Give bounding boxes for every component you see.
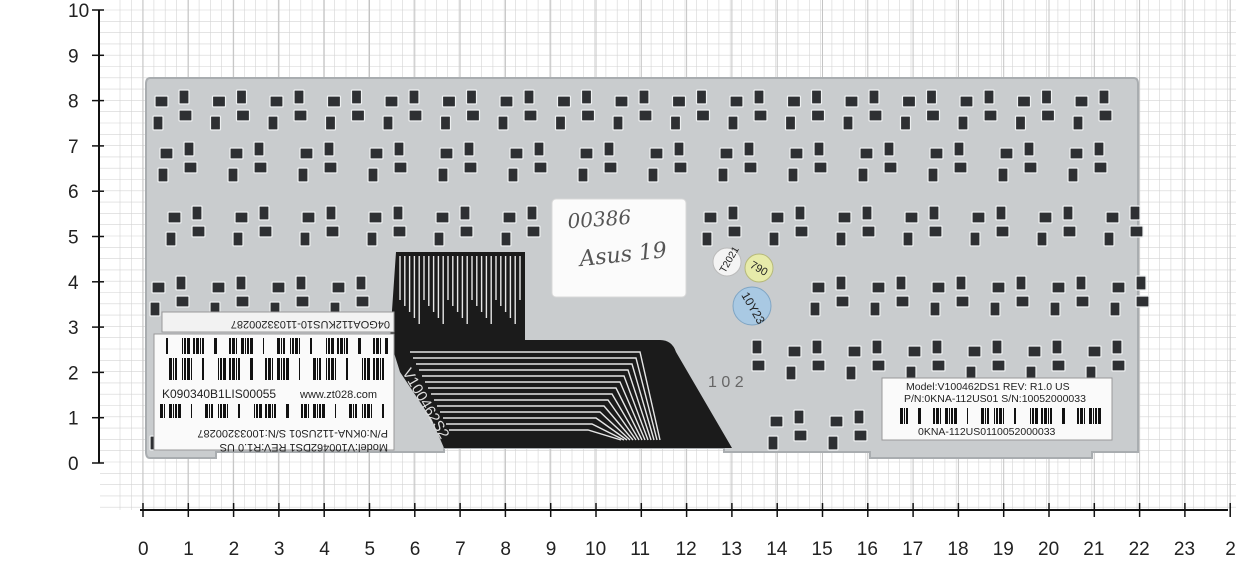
x-tick-label: 9	[546, 539, 557, 560]
x-tick-label: 20	[1038, 539, 1059, 560]
x-tick-label: 17	[902, 539, 923, 560]
y-tick-label: 10	[68, 1, 89, 22]
right-sticker-model: Model:V100462DS1 REV: R1.0 US	[906, 381, 1070, 393]
x-tick-label: 22	[1129, 539, 1150, 560]
x-tick-label: 16	[857, 539, 878, 560]
x-tick-label: 7	[455, 539, 466, 560]
left-sticker-top-code: 04GOA112KUS10-11033200287	[231, 318, 390, 330]
y-tick-label: 6	[68, 182, 79, 203]
y-tick-label: 1	[68, 409, 79, 430]
left-sticker-barcodes	[160, 338, 388, 418]
x-tick-label: 10	[585, 539, 606, 560]
y-tick-label: 3	[68, 318, 79, 339]
x-tick-label: 18	[947, 539, 968, 560]
left-sticker-site: www.zt028.com	[299, 389, 377, 401]
left-sticker-pn: P/N:0KNA-112US01 S/N:10033200287	[197, 427, 388, 439]
x-tick-label: 12	[676, 539, 697, 560]
x-tick-label: 2	[229, 539, 240, 560]
x-tick-label: 15	[812, 539, 833, 560]
x-tick-label: 5	[365, 539, 376, 560]
right-label-sticker: Model:V100462DS1 REV: R1.0 US P/N:0KNA-1…	[881, 377, 1113, 441]
x-tick-label: 21	[1083, 539, 1104, 560]
handwritten-note: 00386 Asus 19	[551, 198, 687, 298]
left-label-sticker: 04GOA112KUS10-11033200287 K090340B1LIS00…	[153, 311, 395, 453]
x-tick-label: 19	[993, 539, 1014, 560]
right-sticker-bottom-code: 0KNA-112US0110052000033	[918, 426, 1056, 438]
right-sticker-pn: P/N:0KNA-112US01 S/N:10052000033	[904, 393, 1086, 405]
plate-small-digits: 1 0 2	[708, 374, 744, 391]
left-sticker-model: Model:V100462DS1 REV:R1.0 US	[220, 441, 388, 453]
round-stickers: T2021 790 10Y23	[712, 245, 774, 327]
y-tick-label: 8	[68, 92, 79, 113]
x-tick-label: 14	[766, 539, 788, 560]
right-sticker-barcode	[900, 408, 1101, 424]
note-line-1: 00386	[567, 205, 632, 233]
x-tick-label: 11	[630, 539, 650, 560]
y-tick-label: 0	[68, 454, 79, 475]
y-tick-label: 5	[68, 228, 79, 249]
y-tick-label: 4	[68, 273, 79, 294]
y-tick-label: 9	[68, 46, 79, 67]
x-tick-label: 1	[183, 539, 194, 560]
x-tick-label: 3	[274, 539, 285, 560]
y-axis-ticks: 0 1 2 3 4 5 6 7 8 9 10	[68, 1, 104, 475]
left-sticker-barcode-code: K090340B1LIS00055	[162, 387, 276, 401]
y-tick-label: 2	[68, 363, 79, 384]
key-clip-holes	[149, 89, 1150, 451]
x-tick-label: 23	[1174, 539, 1195, 560]
x-tick-label: 2	[1225, 539, 1236, 560]
x-tick-label: 6	[410, 539, 421, 560]
x-tick-label: 8	[500, 539, 511, 560]
x-tick-label: 0	[138, 539, 149, 560]
x-tick-label: 13	[721, 539, 742, 560]
x-tick-label: 4	[319, 539, 330, 560]
y-tick-label: 7	[68, 137, 79, 158]
